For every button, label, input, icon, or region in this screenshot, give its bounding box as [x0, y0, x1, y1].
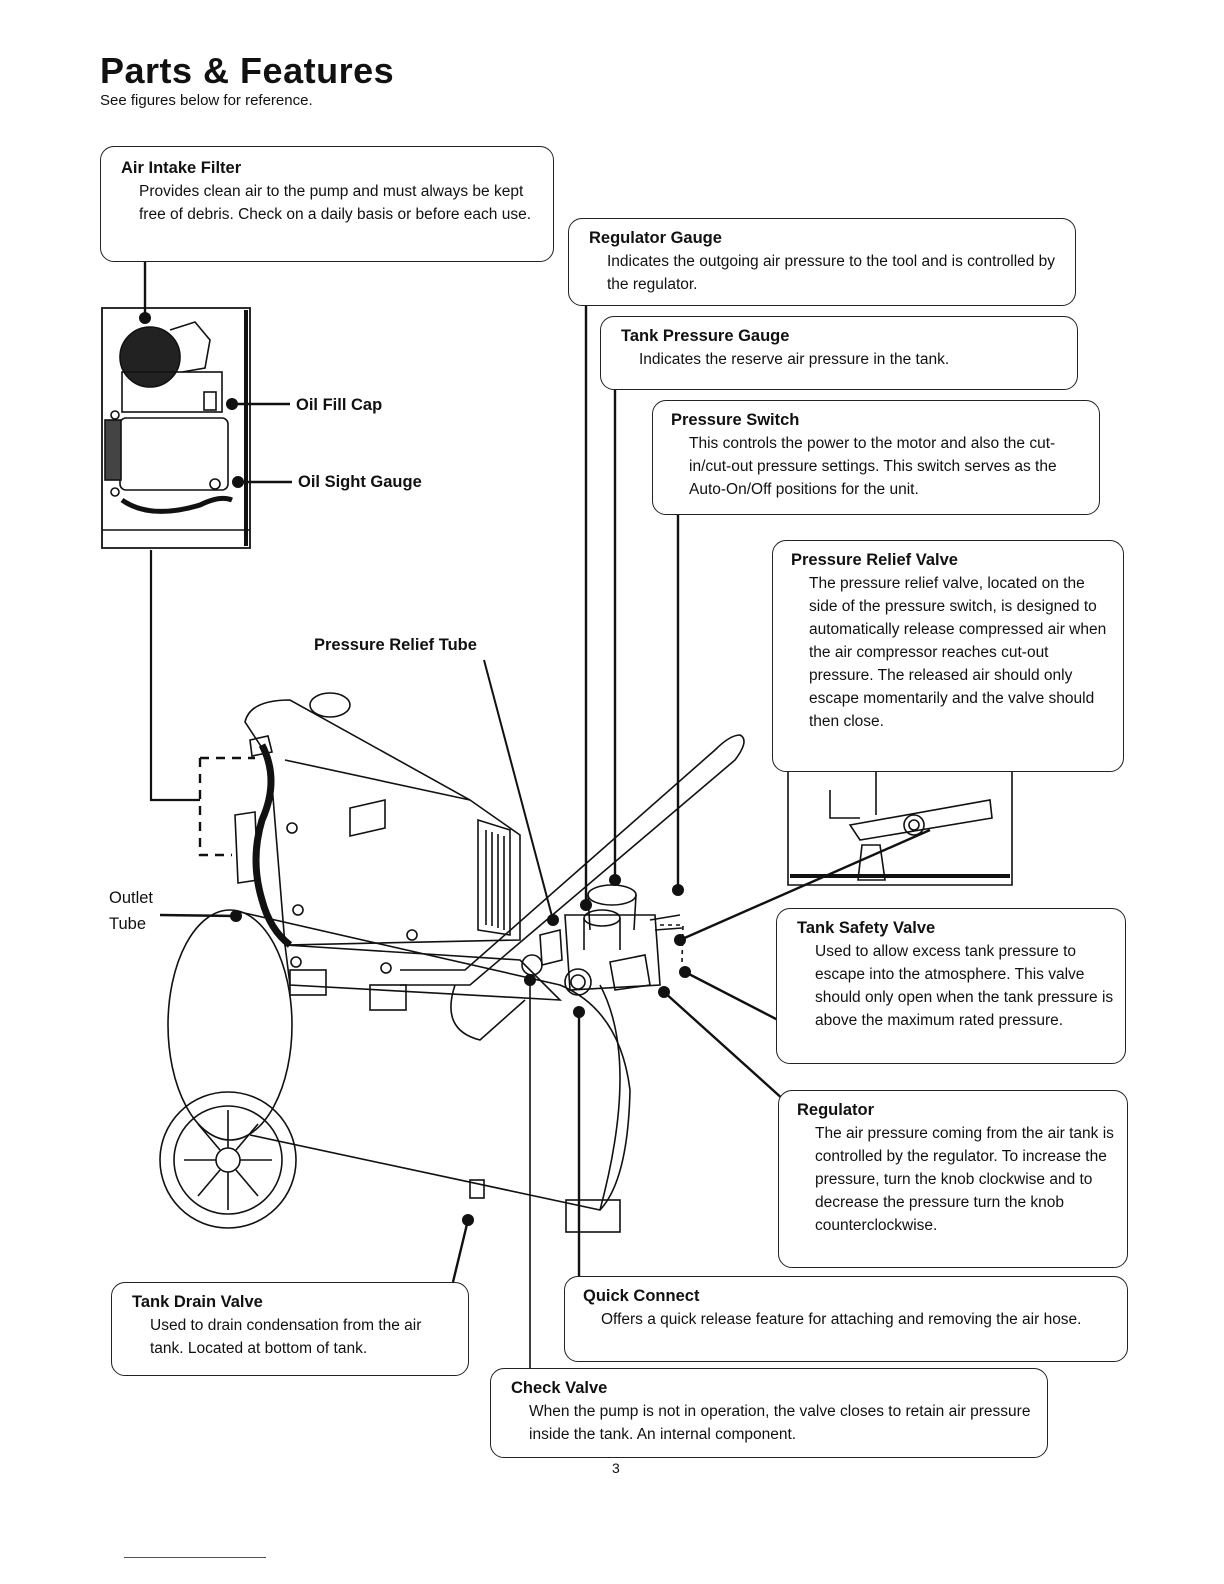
label-oil-sight-gauge: Oil Sight Gauge — [298, 473, 422, 491]
regulator-desc: The air pressure coming from the air tan… — [815, 1125, 1114, 1234]
callout-tank-pressure-gauge: Tank Pressure Gauge Indicates the reserv… — [600, 316, 1078, 390]
pressure-switch-desc: This controls the power to the motor and… — [689, 435, 1057, 498]
tank-pressure-gauge-title: Tank Pressure Gauge — [621, 327, 790, 345]
label-outlet-tube-line2: Tube — [109, 915, 146, 933]
pressure-switch-title: Pressure Switch — [671, 411, 800, 429]
page-title: Parts & Features — [100, 50, 395, 91]
footer-rule — [124, 1557, 266, 1558]
pump-inset — [101, 307, 251, 549]
label-outlet-tube-line1: Outlet — [109, 889, 154, 907]
callout-air-intake-filter: Air Intake Filter Provides clean air to … — [100, 146, 554, 262]
air-intake-filter-desc: Provides clean air to the pump and must … — [139, 183, 532, 223]
tank-drain-valve-desc: Used to drain condensation from the air … — [150, 1317, 422, 1357]
callout-tank-safety-valve: Tank Safety Valve Used to allow excess t… — [776, 908, 1126, 1064]
callout-quick-connect: Quick Connect Offers a quick release fea… — [564, 1276, 1128, 1362]
regulator-gauge-title: Regulator Gauge — [589, 229, 722, 247]
relief-valve-inset — [787, 764, 1013, 886]
tank-pressure-gauge-desc: Indicates the reserve air pressure in th… — [639, 351, 950, 368]
check-valve-desc: When the pump is not in operation, the v… — [529, 1403, 1031, 1443]
label-pressure-relief-tube: Pressure Relief Tube — [314, 636, 477, 654]
page-number: 3 — [612, 1460, 620, 1476]
callout-check-valve: Check Valve When the pump is not in oper… — [490, 1368, 1048, 1458]
callout-pressure-switch: Pressure Switch This controls the power … — [652, 400, 1100, 515]
regulator-title: Regulator — [797, 1101, 875, 1119]
tank-safety-valve-desc: Used to allow excess tank pressure to es… — [815, 943, 1114, 1029]
compressor-illustration — [159, 692, 745, 1233]
tank-safety-valve-title: Tank Safety Valve — [797, 919, 936, 937]
quick-connect-desc: Offers a quick release feature for attac… — [601, 1311, 1082, 1328]
quick-connect-title: Quick Connect — [583, 1287, 700, 1305]
air-intake-filter-title: Air Intake Filter — [121, 159, 242, 177]
callout-pressure-relief-valve: Pressure Relief Valve The pressure relie… — [772, 540, 1124, 772]
label-oil-fill-cap: Oil Fill Cap — [296, 396, 383, 414]
callout-regulator: Regulator The air pressure coming from t… — [778, 1090, 1128, 1268]
pressure-relief-valve-title: Pressure Relief Valve — [791, 551, 958, 569]
callout-regulator-gauge: Regulator Gauge Indicates the outgoing a… — [568, 218, 1076, 306]
tank-drain-valve-title: Tank Drain Valve — [132, 1293, 263, 1311]
check-valve-title: Check Valve — [511, 1379, 608, 1397]
pressure-relief-valve-desc: The pressure relief valve, located on th… — [809, 575, 1107, 730]
regulator-gauge-desc: Indicates the outgoing air pressure to t… — [607, 253, 1056, 293]
page-subtitle: See figures below for reference. — [100, 92, 313, 109]
callout-tank-drain-valve: Tank Drain Valve Used to drain condensat… — [111, 1282, 469, 1376]
